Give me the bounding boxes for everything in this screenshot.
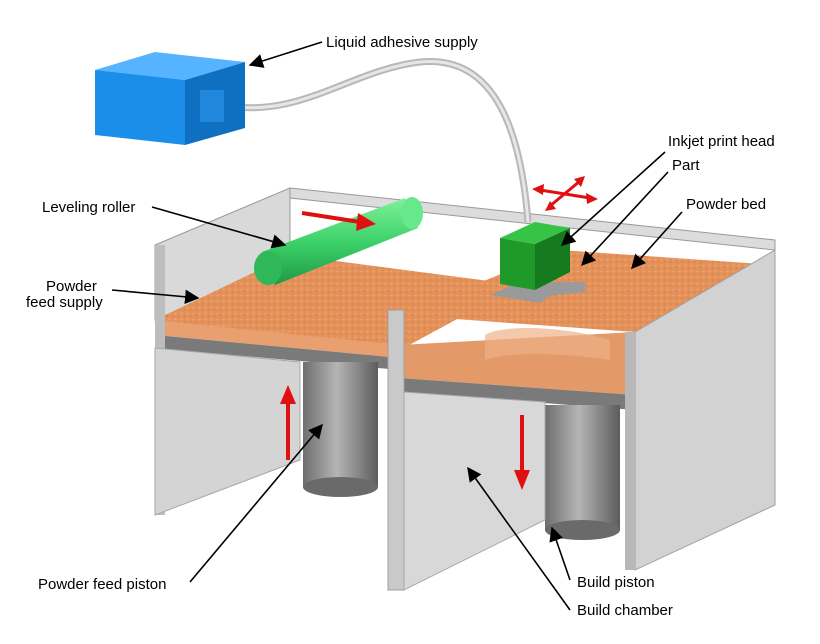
leader-feed-supply xyxy=(111,289,200,304)
powder-feed-platform xyxy=(155,335,400,370)
leader-feed-piston xyxy=(189,423,323,583)
build-piston-down-arrow xyxy=(514,415,530,490)
roller-motion-arrow xyxy=(301,211,376,231)
powder-feed-piston-base xyxy=(303,477,378,497)
label-inkjet-print-head: Inkjet print head xyxy=(668,133,775,150)
label-liquid-adhesive-supply: Liquid adhesive supply xyxy=(326,34,478,51)
leveling-roller xyxy=(254,197,423,285)
part-outline xyxy=(485,328,610,360)
adhesive-supply-box xyxy=(95,52,245,145)
front-middle-panel xyxy=(403,391,546,591)
leader-build-chamber xyxy=(467,466,571,611)
leader-powder-bed xyxy=(631,211,683,270)
right-wall-edge xyxy=(625,332,635,570)
label-build-chamber: Build chamber xyxy=(577,602,673,619)
label-powder-feed-supply-1: Powder xyxy=(46,278,97,295)
powder-feed-surface xyxy=(155,255,520,350)
leader-adhesive xyxy=(248,41,323,68)
label-powder-feed-piston: Powder feed piston xyxy=(38,576,166,593)
front-left-panel xyxy=(154,347,301,516)
label-powder-feed-supply-2: feed supply xyxy=(26,294,103,311)
feed-piston-up-arrow xyxy=(280,385,296,460)
leader-print-head xyxy=(560,151,666,246)
powder-feed-front xyxy=(155,320,400,358)
print-head-motion-arrows xyxy=(532,176,598,211)
powder-bed-surface xyxy=(400,250,775,332)
powder-feed-piston-shaft xyxy=(303,362,378,487)
label-part: Part xyxy=(672,157,700,174)
build-platform xyxy=(400,378,635,410)
divider-wall xyxy=(387,309,405,591)
build-piston-base xyxy=(545,520,620,540)
build-piston-shaft xyxy=(545,405,620,530)
label-powder-bed: Powder bed xyxy=(686,196,766,213)
label-leveling-roller: Leveling roller xyxy=(42,199,135,216)
label-build-piston: Build piston xyxy=(577,574,655,591)
leader-build-piston xyxy=(549,526,571,581)
leader-part xyxy=(581,171,669,267)
leader-roller xyxy=(151,206,287,249)
part-shape xyxy=(490,282,585,303)
